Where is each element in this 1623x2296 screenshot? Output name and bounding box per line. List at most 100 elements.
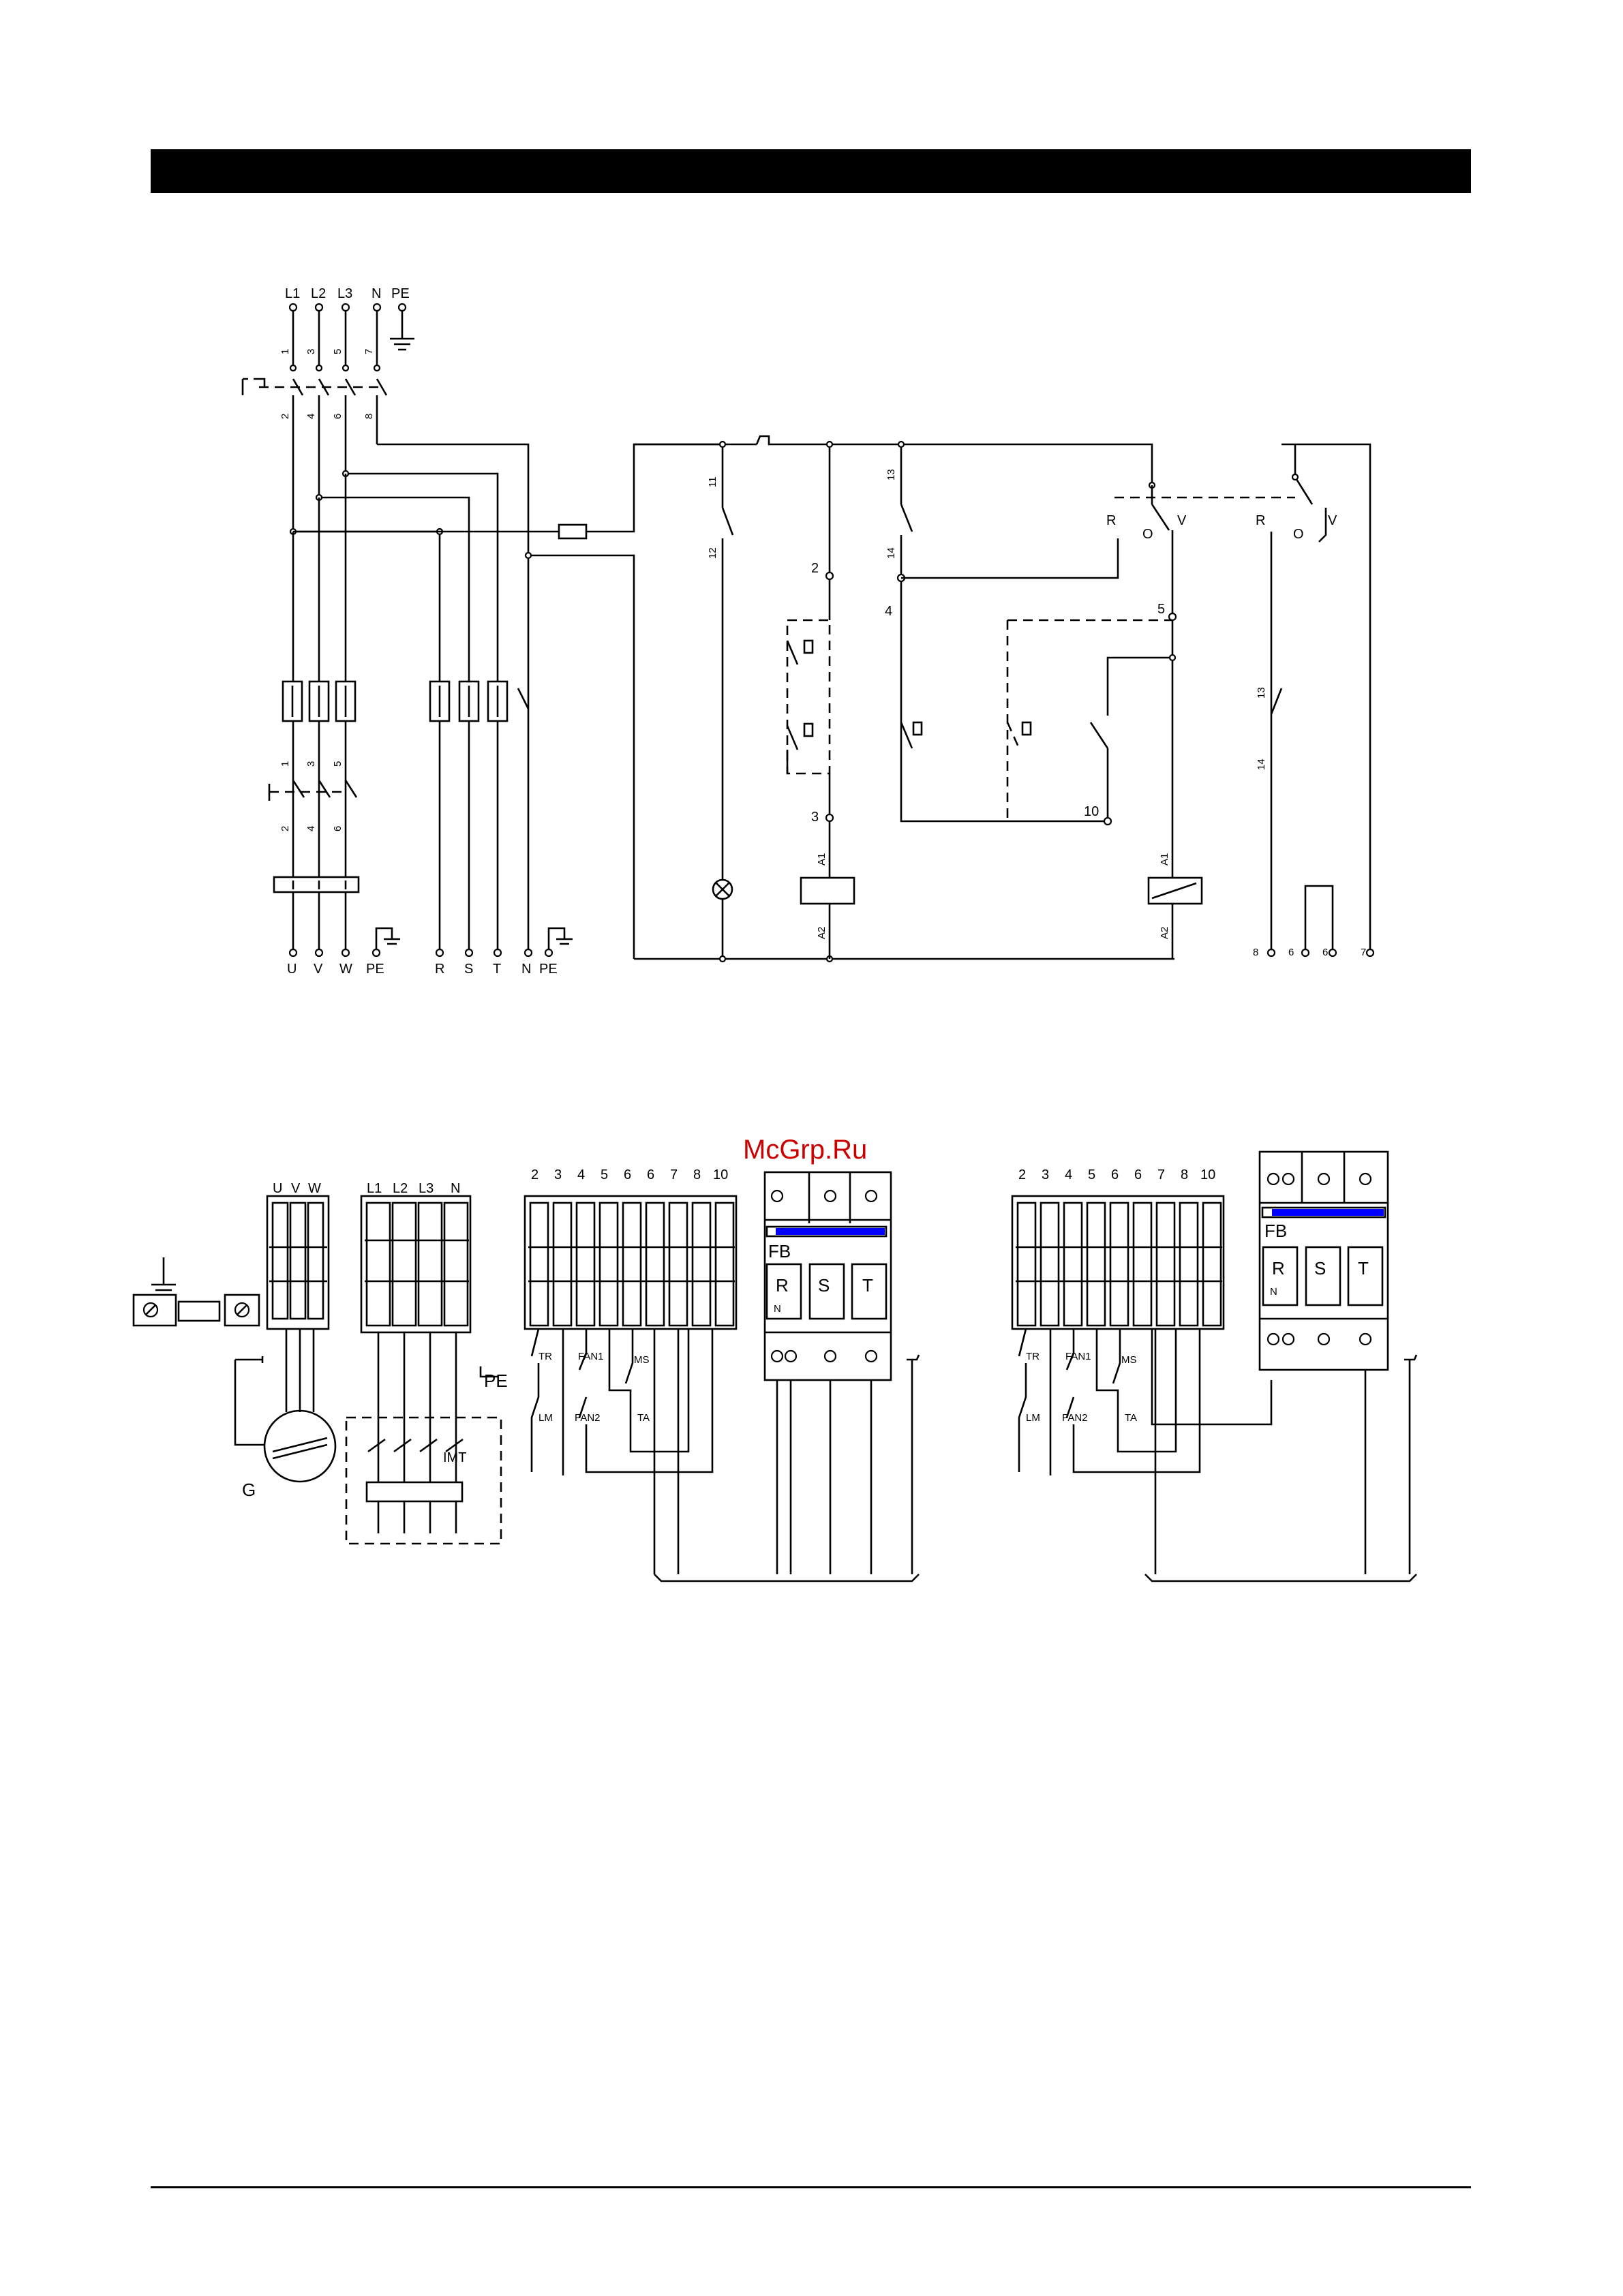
right-fb-r: R <box>1272 1258 1285 1279</box>
selector-v: V <box>1177 513 1187 528</box>
right-label-fan2: FAN2 <box>1062 1412 1088 1424</box>
output-t: T <box>493 962 501 977</box>
left-label-ms: MS <box>634 1354 650 1366</box>
left-term-5: 5 <box>601 1167 608 1182</box>
contact-13: 13 <box>885 469 897 480</box>
coil-1-a1: A1 <box>816 853 828 866</box>
left-label-lm: LM <box>539 1412 553 1424</box>
control-fuse <box>559 525 586 538</box>
breaker-top-5: 5 <box>332 761 344 767</box>
supply-label-l1: L1 <box>285 286 300 301</box>
supply-label-l3: L3 <box>337 286 352 301</box>
breaker-top-1: 1 <box>279 761 291 767</box>
main-switch-bottom-2: 2 <box>279 414 291 419</box>
right-term-10: 10 <box>1200 1167 1215 1182</box>
right-term-6b: 6 <box>1134 1167 1142 1182</box>
main-switch <box>243 311 386 532</box>
left-fb-n: N <box>774 1303 781 1315</box>
coil-1-a2: A2 <box>816 927 828 939</box>
terminal-l2: L2 <box>393 1181 408 1196</box>
node-2: 2 <box>811 561 819 576</box>
right-label-tr: TR <box>1026 1351 1040 1362</box>
selector-o: O <box>1142 527 1153 542</box>
fuse-block <box>283 682 528 721</box>
output-w: W <box>339 962 352 977</box>
right-term-3: 3 <box>1042 1167 1049 1182</box>
left-label-tr: TR <box>539 1351 552 1362</box>
terminal-n: N <box>451 1181 460 1196</box>
generator-label: G <box>242 1480 256 1500</box>
right-term-8: 8 <box>1181 1167 1188 1182</box>
pe-label: PE <box>484 1371 508 1391</box>
breaker-top-3: 3 <box>305 761 317 767</box>
contact-13-right: 13 <box>1256 687 1267 699</box>
left-term-6b: 6 <box>647 1167 654 1182</box>
right-fb-s: S <box>1314 1258 1326 1279</box>
left-term-7: 7 <box>670 1167 678 1182</box>
main-switch-top-3: 3 <box>305 349 317 354</box>
motor-terminal-block <box>267 1196 329 1329</box>
node-4: 4 <box>885 604 892 619</box>
right-terminal-strip <box>1012 1196 1271 1574</box>
output-u: U <box>287 962 297 977</box>
main-switch-bottom-6: 6 <box>332 414 344 419</box>
bottom-terminal-8: 8 <box>1253 947 1258 958</box>
left-term-2: 2 <box>531 1167 539 1182</box>
main-switch-bottom-8: 8 <box>363 414 375 419</box>
coil-2-a1: A1 <box>1159 853 1170 866</box>
left-label-fan2: FAN2 <box>575 1412 601 1424</box>
left-terminal-strip <box>525 1196 736 1574</box>
output-r: R <box>435 962 444 977</box>
left-term-4: 4 <box>577 1167 585 1182</box>
selector-o-2: O <box>1293 527 1304 542</box>
bottom-terminal-6b: 6 <box>1322 947 1328 958</box>
upper-schematic: L1 L2 L3 N PE 1 3 5 7 2 4 6 8 <box>243 286 1374 977</box>
left-label-fan1: FAN1 <box>578 1351 604 1362</box>
left-term-3: 3 <box>554 1167 562 1182</box>
contact-14: 14 <box>885 547 897 559</box>
bottom-terminal-7: 7 <box>1361 947 1366 958</box>
right-label-lm: LM <box>1026 1412 1040 1424</box>
imt-label: IMT <box>443 1450 466 1465</box>
coil-2-a2: A2 <box>1159 927 1170 939</box>
left-fb-label: FB <box>768 1241 791 1261</box>
left-term-8: 8 <box>693 1167 701 1182</box>
right-term-6: 6 <box>1111 1167 1119 1182</box>
left-fb-t: T <box>862 1275 873 1296</box>
right-term-2: 2 <box>1018 1167 1026 1182</box>
contact-12: 12 <box>707 547 718 559</box>
right-label-ta: TA <box>1125 1412 1137 1424</box>
right-label-fan1: FAN1 <box>1065 1351 1091 1362</box>
right-term-7: 7 <box>1157 1167 1165 1182</box>
right-label-ms: MS <box>1121 1354 1137 1366</box>
right-fb-label: FB <box>1264 1221 1287 1241</box>
main-switch-bottom-4: 4 <box>305 414 317 419</box>
breaker-bottom-6: 6 <box>332 826 344 831</box>
contact-14-right: 14 <box>1256 759 1267 770</box>
left-fb-s: S <box>818 1275 830 1296</box>
main-switch-top-7: 7 <box>363 349 375 354</box>
right-term-4: 4 <box>1065 1167 1072 1182</box>
main-switch-top-5: 5 <box>332 349 344 354</box>
supply-label-l2: L2 <box>311 286 326 301</box>
right-fb-t: T <box>1358 1258 1369 1279</box>
right-fb-blue-bar <box>1272 1209 1384 1216</box>
contact-11: 11 <box>707 476 718 487</box>
left-term-10: 10 <box>713 1167 728 1182</box>
terminal-u: U <box>273 1181 282 1196</box>
selector-r-2: R <box>1256 513 1265 528</box>
left-label-ta: TA <box>637 1412 650 1424</box>
output-n: N <box>521 962 531 977</box>
output-s: S <box>464 962 473 977</box>
supply-label-pe: PE <box>391 286 410 301</box>
right-term-5: 5 <box>1088 1167 1095 1182</box>
output-pe-2: PE <box>539 962 558 977</box>
output-pe: PE <box>366 962 384 977</box>
supply-terminals <box>290 304 414 350</box>
selector-r: R <box>1106 513 1116 528</box>
selector-v-2: V <box>1328 513 1337 528</box>
left-fb-r: R <box>776 1275 789 1296</box>
bottom-terminal-6: 6 <box>1288 947 1294 958</box>
left-fb-blue-bar <box>776 1228 885 1235</box>
